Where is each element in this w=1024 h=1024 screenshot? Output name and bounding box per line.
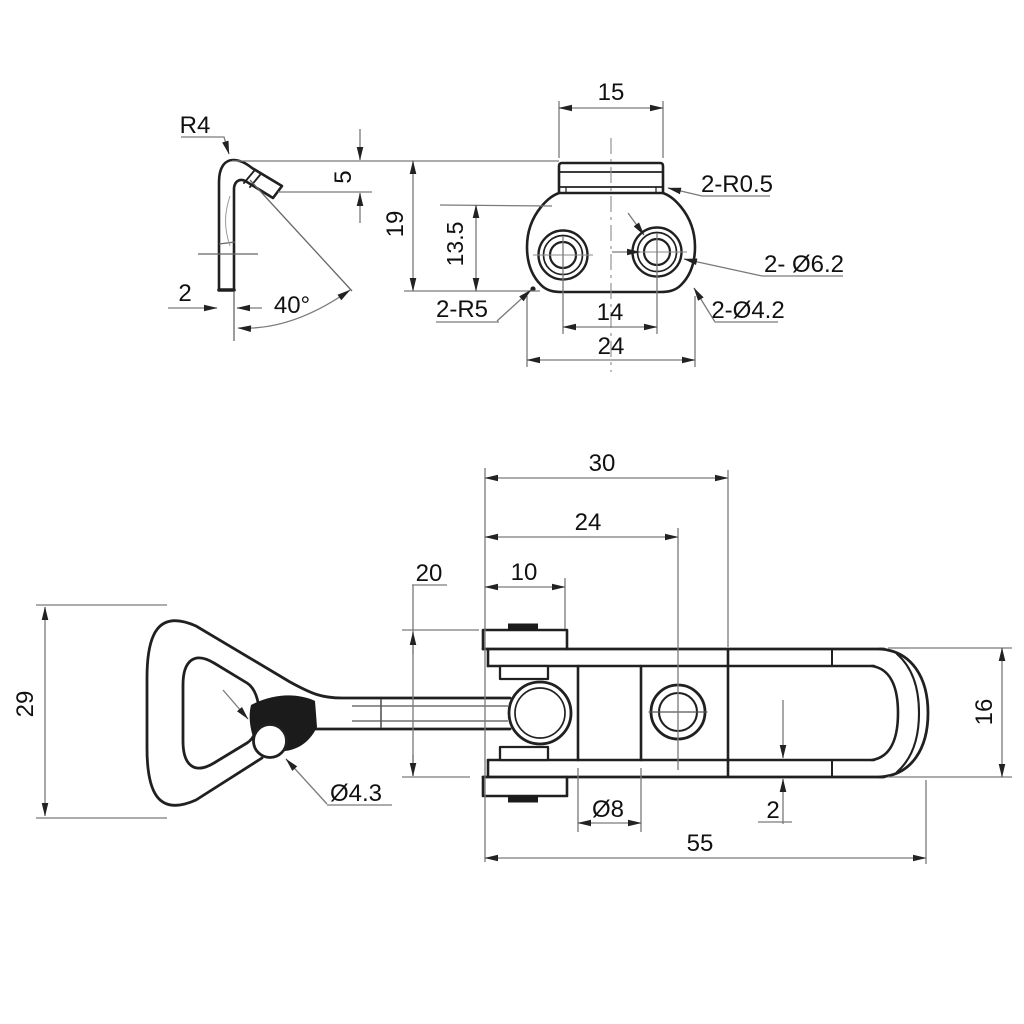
dim-label-pivot-barrel-diameter: Ø8 bbox=[592, 796, 624, 823]
dim-label-loop-wire-thickness: 2 bbox=[766, 797, 779, 824]
dim-label-bracket-to-hole-center: 24 bbox=[575, 509, 602, 536]
handle-outer-edge bbox=[145, 619, 512, 807]
dim-label-hook-thickness: 2 bbox=[178, 280, 191, 307]
dim-label-counterbore: 2- Ø6.2 bbox=[764, 251, 844, 278]
r4-leader bbox=[181, 136, 230, 155]
bottom-mount-plate bbox=[481, 775, 569, 798]
dim-label-hole-pitch: 14 bbox=[597, 299, 624, 326]
dim-label-mount-plate-width: 10 bbox=[511, 559, 538, 586]
latch-assembly-view: 30 24 10 20 29 Ø4.3 Ø8 2 55 16 bbox=[12, 450, 1012, 864]
dim-label-bend-angle: 40° bbox=[274, 292, 310, 319]
pivot-knuckle bbox=[507, 680, 573, 746]
dim-label-overall-length: 55 bbox=[687, 830, 714, 857]
bottom-rivet bbox=[508, 795, 538, 803]
dim-label-bracket-to-body-end: 30 bbox=[589, 450, 616, 477]
top-mount-plate bbox=[481, 628, 569, 651]
handle-inner-edge bbox=[181, 656, 261, 770]
r05-leader bbox=[667, 187, 703, 197]
leader-dot bbox=[530, 286, 536, 292]
handle-outline bbox=[145, 619, 512, 807]
angle-arc bbox=[237, 289, 351, 333]
hook-outline bbox=[217, 158, 284, 292]
dim-label-corner-radius: 2-R5 bbox=[436, 296, 488, 323]
hook-profile-view: R4 5 2 40° bbox=[168, 112, 559, 341]
dim-label-handle-wire-diameter: Ø4.3 bbox=[330, 780, 382, 807]
dim-label-hook-height: 5 bbox=[330, 170, 357, 183]
wire-dia-leader-upper bbox=[222, 689, 249, 720]
dim-label-lip-radius: 2-R0.5 bbox=[701, 171, 773, 198]
loop-end-middle bbox=[895, 652, 921, 774]
top-spacer-block bbox=[498, 664, 550, 681]
loop-end-outer bbox=[878, 647, 930, 779]
handle-wire-section bbox=[252, 723, 288, 759]
dim-label-slot-width: 15 bbox=[598, 79, 625, 106]
wire-dia-leader-lower bbox=[285, 758, 328, 805]
loop-end-inner bbox=[870, 664, 900, 762]
hook-detail-lines bbox=[198, 179, 353, 341]
r5-leader bbox=[496, 289, 532, 322]
dim-label-loop-height: 16 bbox=[971, 699, 998, 726]
top-rivet bbox=[508, 623, 538, 631]
hook-dimensions bbox=[168, 129, 559, 333]
dim-label-bend-radius: R4 bbox=[180, 112, 211, 139]
dim-label-overall-width: 24 bbox=[598, 333, 625, 360]
latch-dimensions bbox=[36, 468, 1012, 864]
dim-label-through-holes: 2-Ø4.2 bbox=[711, 297, 784, 324]
shaft-detail bbox=[352, 699, 508, 728]
dim-label-channel-height: 20 bbox=[416, 560, 443, 587]
catch-plate-dimensions bbox=[404, 101, 843, 367]
bracket-and-body bbox=[481, 623, 930, 803]
counterbore-leader bbox=[683, 258, 763, 277]
through-hole-leader bbox=[693, 287, 716, 323]
dim-label-body-height: 13.5 bbox=[442, 222, 468, 267]
dim-label-handle-height: 29 bbox=[12, 691, 39, 718]
bottom-spacer-block bbox=[498, 745, 550, 762]
dim-label-overall-height: 19 bbox=[382, 211, 409, 238]
catch-plate-view: 15 19 13.5 14 24 2-R0.5 2- Ø6.2 2-Ø4.2 2… bbox=[382, 79, 844, 372]
